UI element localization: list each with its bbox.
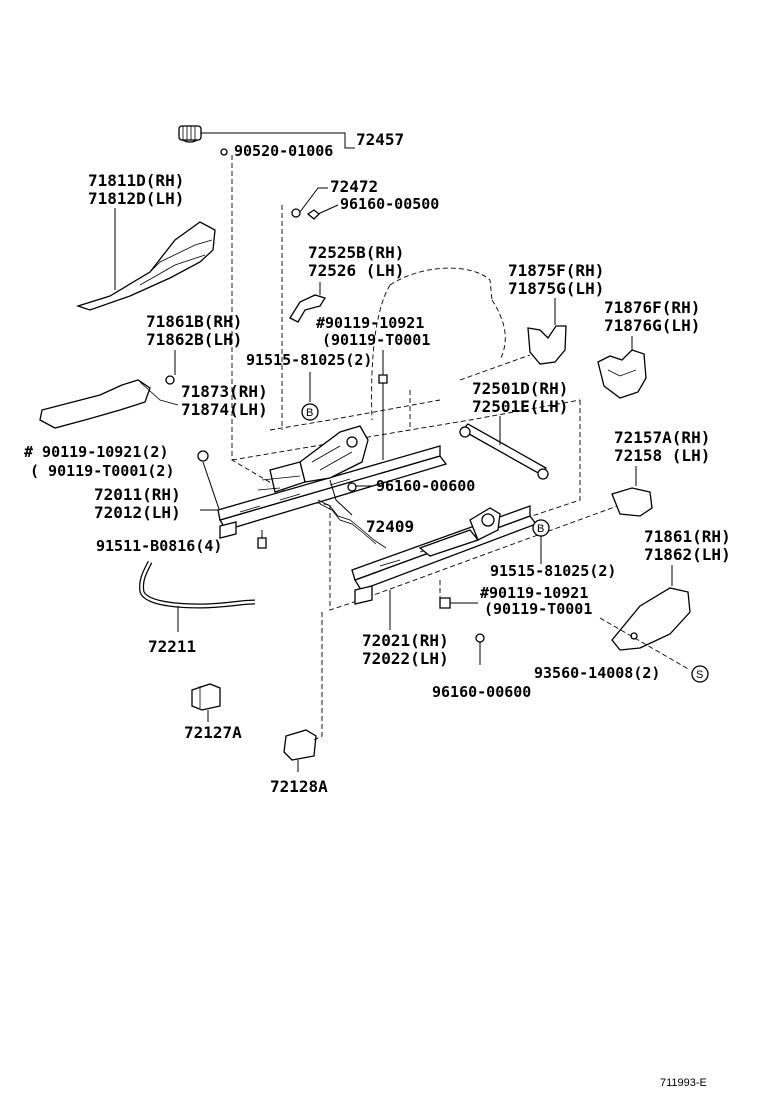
wire-part-72211: 72211	[139, 560, 256, 656]
screw-part-93560: 93560-14008(2) S	[534, 617, 709, 683]
label-72158-lh: 72158 (LH)	[614, 446, 710, 465]
label-72128a: 72128A	[270, 777, 328, 796]
label-96160-00600-mid: 96160-00600	[376, 477, 475, 495]
label-90119-t0001-upper: (90119-T0001	[322, 331, 430, 349]
label-90520-01006: 90520-01006	[234, 142, 333, 160]
label-72525b-rh: 72525B(RH)	[308, 243, 404, 262]
bolt-part-91511: 91511-B0816(4)	[96, 530, 267, 555]
marker-b-upper: B	[306, 407, 313, 419]
label-71861b-rh: 71861B(RH)	[146, 312, 242, 331]
bolt-part-71861b: 71861B(RH) 71862B(LH)	[146, 312, 242, 385]
cover-part-72157a: 72157A(RH) 72158 (LH)	[611, 428, 710, 517]
label-71874-lh: 71874(LH)	[181, 400, 268, 419]
label-90119-10921-2: # 90119-10921(2)	[24, 443, 169, 461]
seat-mechanism-center	[257, 425, 369, 516]
label-71862-lh: 71862(LH)	[644, 545, 731, 564]
label-71812d-lh: 71812D(LH)	[88, 189, 184, 208]
seat-track-part-72021: 72021(RH) 72022(LH)	[351, 505, 538, 668]
label-91511-b0816: 91511-B0816(4)	[96, 537, 222, 555]
lever-part-72525b: 72525B(RH) 72526 (LH)	[289, 243, 404, 323]
marker-s: S	[696, 669, 703, 681]
cover-part-71811d: 71811D(RH) 71812D(LH)	[75, 171, 216, 311]
bolt-part-90119-left: # 90119-10921(2) ( 90119-T0001(2)	[24, 443, 221, 513]
cover-part-71861: 71861(RH) 71862(LH)	[611, 527, 731, 651]
label-71875f-rh: 71875F(RH)	[508, 261, 604, 280]
label-72021-rh: 72021(RH)	[362, 631, 449, 650]
label-72012-lh: 72012(LH)	[94, 503, 181, 522]
label-72457: 72457	[356, 130, 404, 149]
label-91515-81025-lower: 91515-81025(2)	[490, 562, 616, 580]
label-90119-10921-lower: #90119-10921	[480, 584, 588, 602]
label-71861-rh: 71861(RH)	[644, 527, 731, 546]
label-90119-t0001-2: ( 90119-T0001(2)	[30, 462, 175, 480]
cover-part-71876f: 71876F(RH) 71876G(LH)	[597, 298, 700, 399]
knob-part-72457: 72457 90520-01006	[178, 125, 404, 160]
label-96160-00500: 96160-00500	[340, 195, 439, 213]
label-93560-14008: 93560-14008(2)	[534, 664, 660, 682]
label-72011-rh: 72011(RH)	[94, 485, 181, 504]
label-72526-lh: 72526 (LH)	[308, 261, 404, 280]
bolt-part-90119-upper: #90119-10921 (90119-T0001 91515-81025(2)…	[246, 314, 430, 460]
label-90119-10921-upper: #90119-10921	[316, 314, 424, 332]
label-71876f-rh: 71876F(RH)	[604, 298, 700, 317]
label-72127a: 72127A	[184, 723, 242, 742]
label-91515-81025-upper: 91515-81025(2)	[246, 351, 372, 369]
lever-part-71873: 71873(RH) 71874(LH)	[39, 379, 268, 429]
label-71876g-lh: 71876G(LH)	[604, 316, 700, 335]
label-71875g-lh: 71875G(LH)	[508, 279, 604, 298]
bolt-part-90119-lower: #90119-10921 (90119-T0001	[439, 580, 592, 618]
cap-part-72127a: 72127A	[184, 683, 242, 742]
label-71873-rh: 71873(RH)	[181, 382, 268, 401]
seat-phantom-outline	[231, 155, 621, 611]
label-72501e-lh: 72501E(LH)	[472, 397, 568, 416]
seat-track-part-72011: 72011(RH) 72012(LH)	[94, 445, 448, 539]
label-71862b-lh: 71862B(LH)	[146, 330, 242, 349]
label-72472: 72472	[330, 177, 378, 196]
label-72409: 72409	[366, 517, 414, 536]
bolt-part-91515-lower: B 91515-81025(2)	[490, 519, 616, 580]
marker-b-lower: B	[537, 523, 544, 535]
label-72157a-rh: 72157A(RH)	[614, 428, 710, 447]
label-96160-00600-lower: 96160-00600	[432, 683, 531, 701]
clip-part-96160-lower: 96160-00600	[432, 633, 531, 701]
cover-part-71875f: 71875F(RH) 71875G(LH)	[508, 261, 604, 365]
label-71811d-rh: 71811D(RH)	[88, 171, 184, 190]
label-72211: 72211	[148, 637, 196, 656]
label-72501d-rh: 72501D(RH)	[472, 379, 568, 398]
clip-part-72472: 72472 96160-00500	[291, 177, 439, 220]
diagram-code: 711993-E	[660, 1077, 707, 1089]
rod-part-72501d: 72501D(RH) 72501E(LH)	[459, 379, 568, 480]
cap-part-72128a: 72128A	[270, 612, 328, 796]
label-90119-t0001-lower: (90119-T0001	[484, 600, 592, 618]
label-72022-lh: 72022(LH)	[362, 649, 449, 668]
spring-part-72409: 96160-00600 72409	[317, 477, 475, 549]
